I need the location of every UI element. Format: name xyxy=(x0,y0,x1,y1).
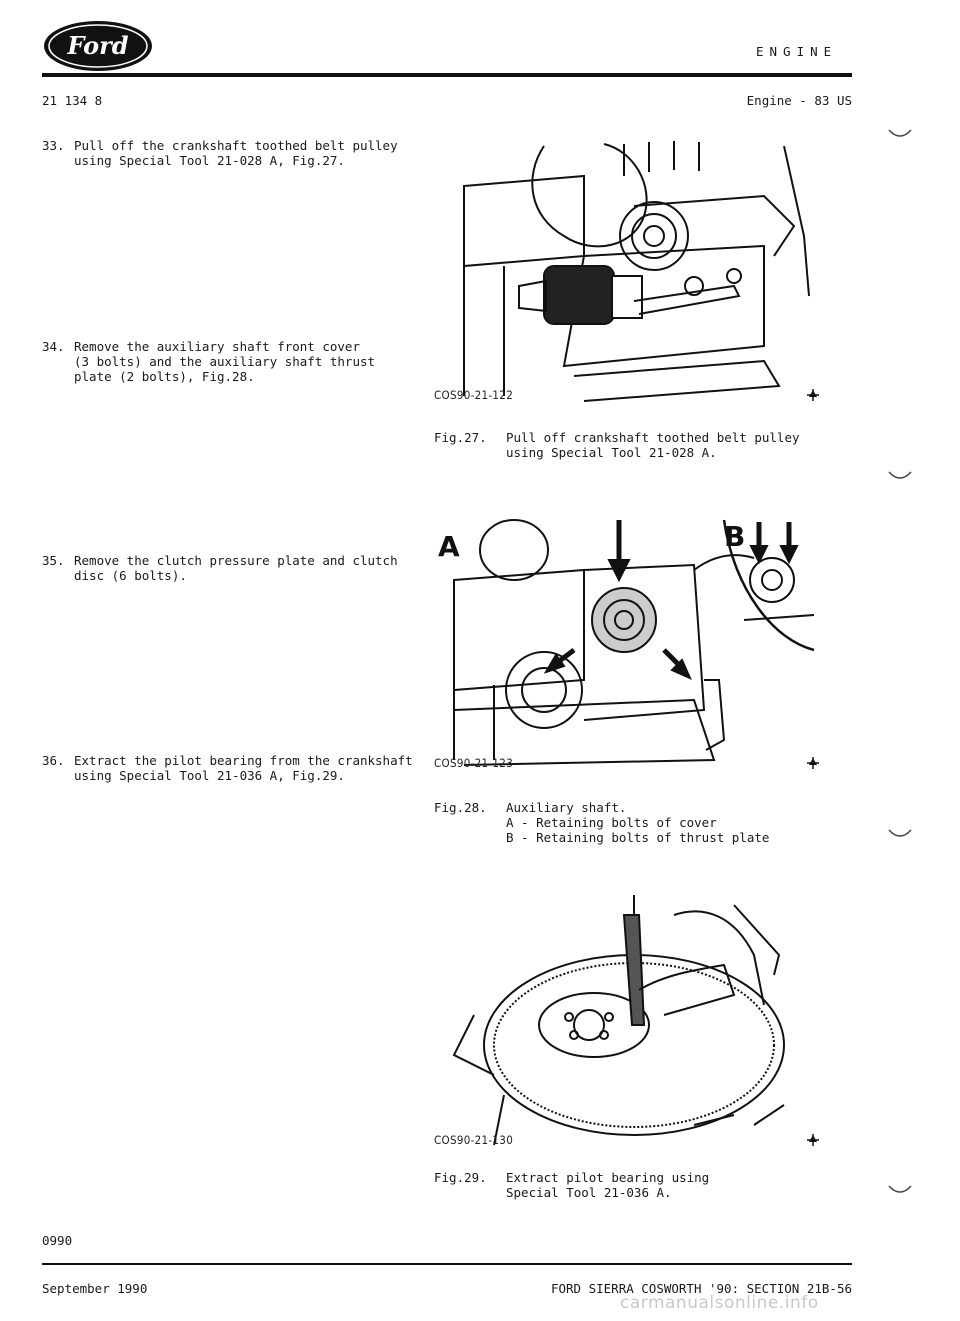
figure-29-illustration: COS90-21-130 xyxy=(434,895,834,1155)
step-number: 36. xyxy=(42,753,65,768)
caption-text: Auxiliary shaft. A - Retaining bolts of … xyxy=(506,800,770,845)
step-text: Extract the pilot bearing from the crank… xyxy=(74,753,413,783)
figure-label: Fig.28. xyxy=(434,800,487,815)
figure-27-illustration: COS90-21-122 xyxy=(434,136,834,406)
crosshair-icon xyxy=(807,757,819,769)
figure-code: COS90-21-130 xyxy=(434,1133,514,1147)
step-35: 35. Remove the clutch pressure plate and… xyxy=(42,553,422,583)
crosshair-icon xyxy=(807,1134,819,1146)
caption-text: Pull off crankshaft toothed belt pulley … xyxy=(506,430,800,460)
logo-text: Ford xyxy=(66,31,128,60)
figure-code: COS90-21-122 xyxy=(434,388,514,402)
margin-mark xyxy=(888,1185,912,1193)
margin-mark xyxy=(888,829,912,837)
step-number: 34. xyxy=(42,339,65,354)
step-number: 33. xyxy=(42,138,65,153)
step-text: Remove the clutch pressure plate and clu… xyxy=(74,553,398,583)
step-33: 33. Pull off the crankshaft toothed belt… xyxy=(42,138,422,168)
figure-28-caption: Fig.28. Auxiliary shaft. A - Retaining b… xyxy=(434,800,854,845)
callout-a: A xyxy=(438,530,460,563)
step-number: 35. xyxy=(42,553,65,568)
figure-27-caption: Fig.27. Pull off crankshaft toothed belt… xyxy=(434,430,854,460)
ford-logo: Ford xyxy=(42,18,154,74)
step-34: 34. Remove the auxiliary shaft front cov… xyxy=(42,339,422,384)
doc-number: 21 134 8 xyxy=(42,93,103,108)
figure-28-illustration: A B COS90-21-123 xyxy=(434,510,834,770)
step-text: Pull off the crankshaft toothed belt pul… xyxy=(74,138,398,168)
margin-mark xyxy=(888,471,912,479)
figure-29-caption: Fig.29. Extract pilot bearing using Spec… xyxy=(434,1170,854,1200)
footer-section: FORD SIERRA COSWORTH '90: SECTION 21B-56 xyxy=(550,1281,852,1296)
footer-date: September 1990 xyxy=(42,1281,148,1296)
figure-label: Fig.27. xyxy=(434,430,487,445)
section-title: ENGINE xyxy=(756,44,838,59)
header-rule xyxy=(42,73,852,77)
callout-b: B xyxy=(724,520,745,553)
footer-code: 0990 xyxy=(42,1233,73,1248)
footer-rule xyxy=(42,1263,852,1265)
figure-code: COS90-21-123 xyxy=(434,756,514,770)
caption-text: Extract pilot bearing using Special Tool… xyxy=(506,1170,710,1200)
step-text: Remove the auxiliary shaft front cover (… xyxy=(74,339,376,384)
step-36: 36. Extract the pilot bearing from the c… xyxy=(42,753,422,783)
margin-mark xyxy=(888,129,912,137)
figure-label: Fig.29. xyxy=(434,1170,487,1185)
watermark: carmanualsonline.info xyxy=(620,1293,819,1313)
crosshair-icon xyxy=(807,389,819,401)
page-header: Engine - 83 US xyxy=(746,93,852,108)
